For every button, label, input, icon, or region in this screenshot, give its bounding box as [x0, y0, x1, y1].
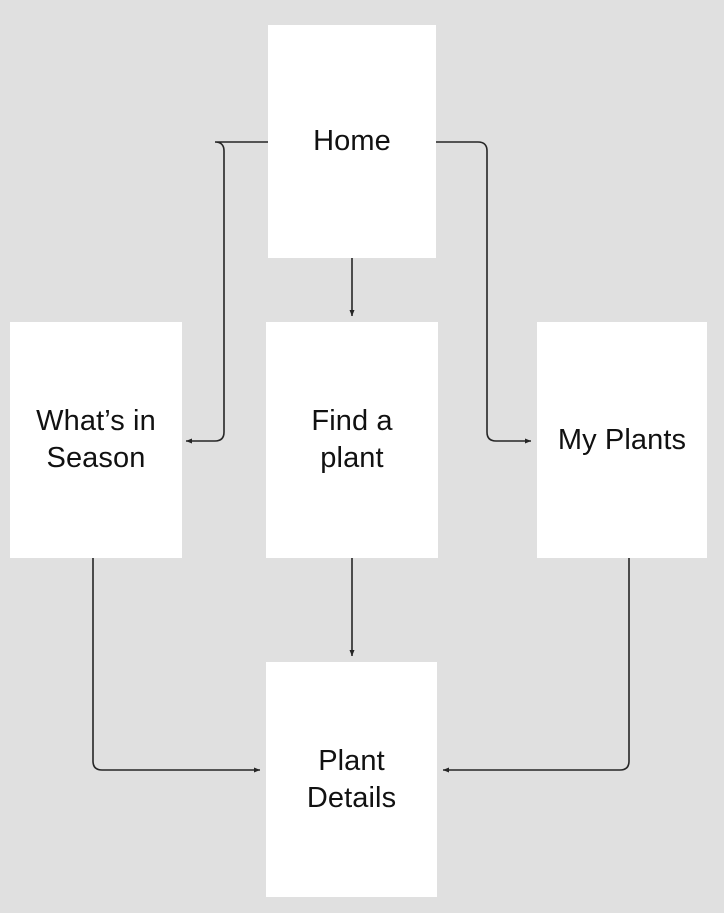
node-home[interactable]: Home [268, 25, 436, 258]
node-my-plants[interactable]: My Plants [537, 322, 707, 558]
node-home-label: Home [313, 125, 391, 157]
edge-home-to-myplants [436, 141, 532, 444]
node-plant-details-label: Plant Details [306, 744, 397, 814]
edge-season-to-details [92, 558, 261, 773]
node-whats-in-season[interactable]: What’s in Season [10, 322, 182, 558]
node-whats-in-season-label: What’s in Season [36, 405, 156, 474]
node-find-a-plant-label: Find a plant [311, 405, 393, 474]
edge-myplants-to-details [442, 558, 630, 773]
node-find-a-plant[interactable]: Find a plant [266, 322, 438, 558]
edge-home-to-season [185, 141, 268, 444]
node-my-plants-label: My Plants [557, 423, 687, 456]
node-plant-details[interactable]: Plant Details [266, 662, 437, 897]
